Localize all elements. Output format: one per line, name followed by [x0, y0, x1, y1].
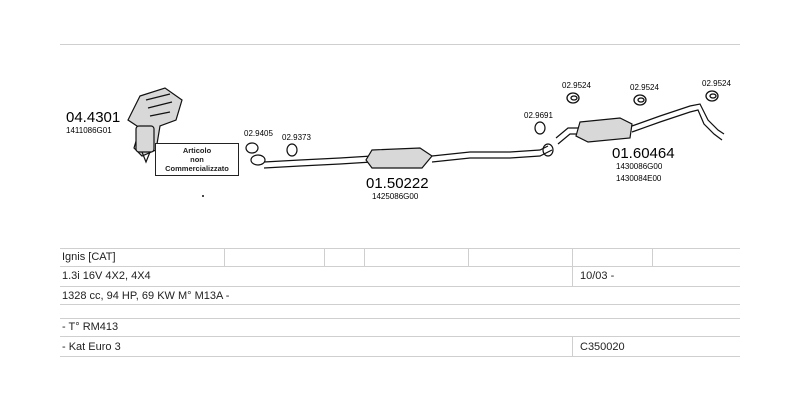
rear-oem-1-label: 1430086G00 — [616, 162, 663, 171]
dot-mark — [202, 195, 204, 197]
gasket-b-label: 02.9373 — [282, 133, 311, 142]
front-pipe-part — [263, 143, 554, 169]
gasket-c-label: 02.9691 — [524, 111, 553, 120]
date-cell: 10/03 - — [580, 270, 615, 282]
clamp-a-label: 02.9524 — [562, 81, 591, 90]
rear-silencer-part — [555, 103, 725, 145]
spec-cell: 1328 cc, 94 HP, 69 KW M° M13A - — [62, 290, 230, 302]
rear-oem-2-label: 1430084E00 — [616, 174, 662, 183]
catalyst-cell: - Kat Euro 3 — [62, 341, 121, 353]
transmission-cell: - T° RM413 — [62, 321, 119, 333]
manifold-code-label: 04.4301 — [66, 109, 120, 126]
front-pipe-code-label: 01.50222 — [366, 175, 429, 192]
clamp-c-part — [705, 90, 719, 102]
not-sold-note: Articolo non Commercializzato — [155, 143, 239, 176]
row-divider — [60, 286, 740, 287]
top-divider — [60, 44, 740, 45]
note-line-1: Articolo — [182, 146, 212, 155]
gasket-c-part — [534, 121, 546, 135]
row-divider — [60, 248, 740, 249]
exhaust-diagram: 04.4301 1411086G01 02.9405 02.9373 01.50… — [66, 79, 731, 201]
gasket-a-part — [245, 142, 266, 166]
row-divider — [60, 336, 740, 337]
model-cell: Ignis [CAT] — [62, 251, 116, 263]
col-divider — [572, 336, 573, 356]
front-pipe-oem-label: 1425086G00 — [372, 192, 419, 201]
col-divider — [224, 248, 225, 266]
manifold-oem-label: 1411086G01 — [66, 126, 112, 135]
clamp-a-part — [566, 92, 580, 104]
col-divider — [572, 248, 573, 266]
clamp-b-part — [633, 94, 647, 106]
rear-code-label: 01.60464 — [612, 145, 675, 162]
col-divider — [652, 248, 653, 266]
clamp-c-label: 02.9524 — [702, 79, 731, 88]
col-divider — [364, 248, 365, 266]
row-divider — [60, 266, 740, 267]
note-line-3: Commercializzato — [165, 164, 229, 173]
row-divider — [60, 356, 740, 357]
col-divider — [324, 248, 325, 266]
gasket-a-label: 02.9405 — [244, 129, 273, 138]
gasket-b-part — [286, 143, 298, 157]
note-line-2: non — [190, 155, 204, 164]
col-divider — [468, 248, 469, 266]
engine-cell: 1.3i 16V 4X2, 4X4 — [62, 270, 151, 282]
col-divider — [572, 266, 573, 286]
row-divider — [60, 304, 740, 305]
clamp-b-label: 02.9524 — [630, 83, 659, 92]
catalyst-code-cell: C350020 — [580, 341, 625, 353]
row-divider — [60, 318, 740, 319]
